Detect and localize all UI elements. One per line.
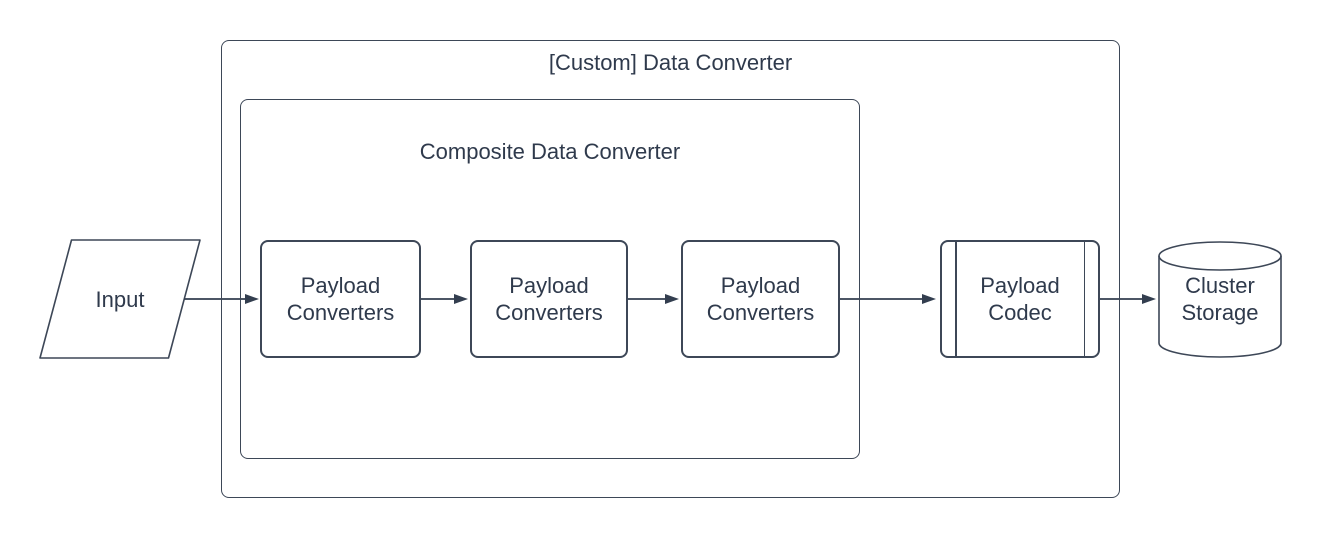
codec-inner-line-right [1083, 242, 1085, 356]
arrow-converter1-to-converter2 [421, 294, 468, 304]
custom-data-converter-container: [Custom] Data Converter [221, 40, 1120, 498]
payload-converters-node-2: Payload Converters [470, 240, 628, 358]
cluster-storage-cylinder-shape [1158, 241, 1282, 358]
arrowhead-icon [922, 294, 936, 304]
cluster-storage-label: Cluster Storage [1181, 273, 1259, 325]
arrowhead-icon [1142, 294, 1156, 304]
payload-converters-label: Payload Converters [495, 273, 603, 325]
payload-converters-node-3: Payload Converters [681, 240, 840, 358]
arrow-codec-to-storage [1100, 294, 1156, 304]
arrowhead-icon [454, 294, 468, 304]
input-node-label: Input [95, 287, 145, 312]
arrowhead-icon [245, 294, 259, 304]
payload-converters-label: Payload Converters [706, 273, 815, 325]
cylinder-front-rim [1158, 255, 1282, 271]
payload-codec-label: Payload Codec [980, 273, 1060, 325]
arrowhead-icon [665, 294, 679, 304]
payload-codec-node: Payload Codec [940, 240, 1100, 358]
cylinder-body [1158, 241, 1282, 358]
arrow-converter2-to-converter3 [628, 294, 679, 304]
arrow-converter3-to-codec [840, 294, 936, 304]
composite-data-converter-label: Composite Data Converter [419, 139, 681, 164]
custom-data-converter-label: [Custom] Data Converter [548, 50, 793, 75]
arrow-input-to-converter1 [184, 294, 259, 304]
codec-inner-line-left [955, 242, 957, 356]
input-parallelogram-shape [39, 239, 201, 359]
composite-data-converter-container: Composite Data Converter [240, 99, 860, 459]
payload-converters-label: Payload Converters [286, 273, 395, 325]
payload-converters-node-1: Payload Converters [260, 240, 421, 358]
